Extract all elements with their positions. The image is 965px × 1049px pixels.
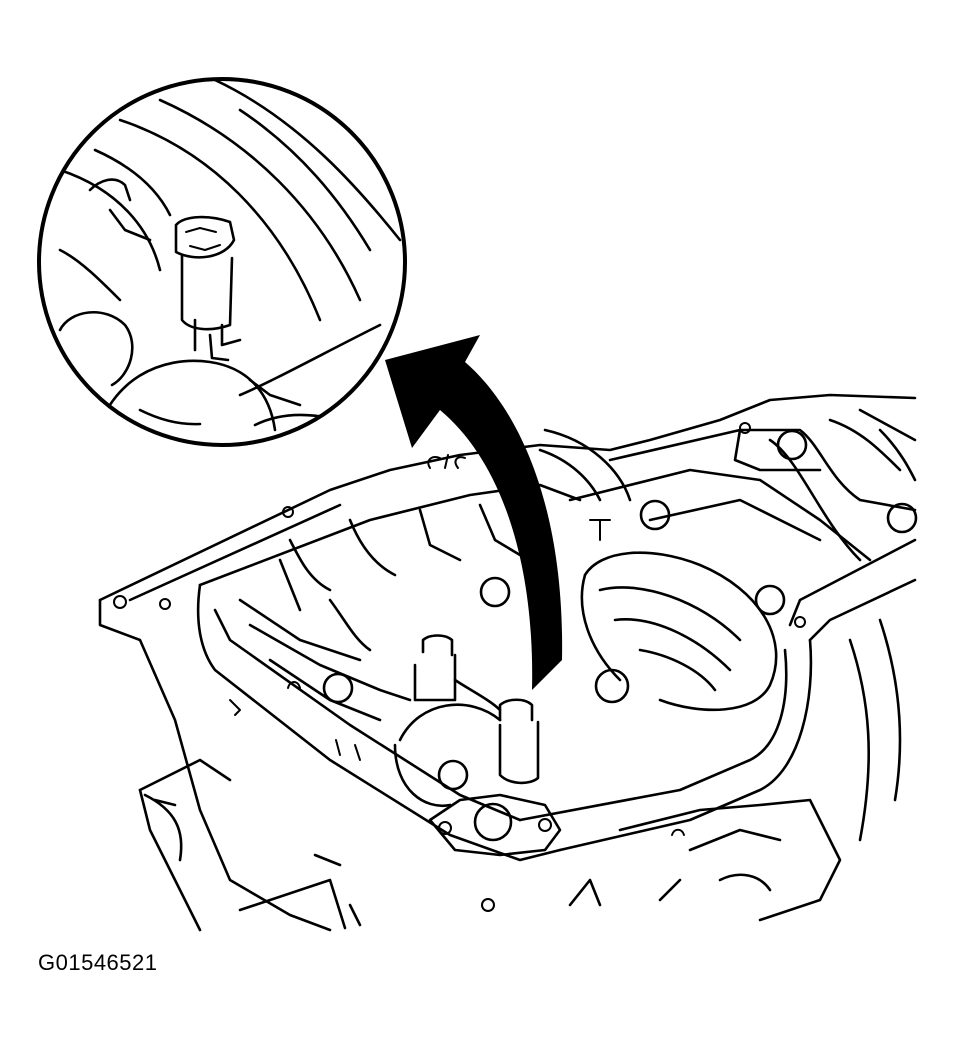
curved-arrow-icon (385, 335, 563, 690)
oil-pan-assembly (98, 393, 918, 932)
magnifier-circle-icon (37, 77, 407, 447)
figure-caption-id: G01546521 (38, 950, 158, 975)
detail-view-bolt (58, 79, 402, 442)
